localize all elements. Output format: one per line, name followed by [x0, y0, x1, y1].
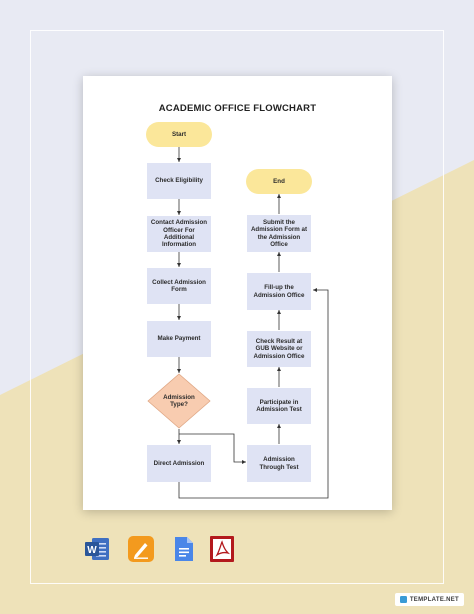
end-label: End — [273, 177, 285, 185]
watermark-text: TEMPLATE.NET — [409, 596, 459, 603]
admission-through-test-label: Admission Through Test — [259, 456, 299, 471]
template-watermark: TEMPLATE.NET — [394, 593, 464, 606]
make-payment-label: Make Payment — [157, 335, 201, 343]
pages-icon[interactable] — [127, 535, 155, 563]
check-eligibility-node: Check Eligibility — [147, 163, 211, 199]
pdf-icon[interactable] — [208, 535, 236, 563]
fill-up-label: Fill-up the Admission Office — [253, 284, 305, 299]
flowchart-title: ACADEMIC OFFICE FLOWCHART — [158, 103, 317, 114]
app-icons-row: W — [0, 535, 474, 565]
decision-label: Admission Type? — [163, 393, 195, 408]
make-payment-node: Make Payment — [147, 321, 211, 357]
check-eligibility-label: Check Eligibility — [155, 177, 203, 185]
connector-lines — [177, 147, 329, 499]
contact-officer-label: Contact Admission Officer For Additional… — [150, 219, 208, 249]
word-icon[interactable]: W — [83, 535, 111, 563]
participate-test-label: Participate in Admission Test — [256, 398, 302, 413]
background-frame — [30, 30, 444, 584]
submit-form-label: Submit the Admission Form at the Admissi… — [250, 218, 308, 248]
start-node: Start — [146, 122, 212, 147]
decision-diamond — [147, 373, 211, 429]
svg-text:W: W — [87, 545, 97, 556]
admission-through-test-node: Admission Through Test — [247, 445, 311, 482]
decision-label-box: Admission Type? — [157, 387, 201, 415]
direct-admission-node: Direct Admission — [147, 445, 211, 482]
template-logo-icon — [399, 596, 407, 603]
document-sheet: ACADEMIC OFFICE FLOWCHART — [83, 76, 392, 510]
participate-test-node: Participate in Admission Test — [247, 388, 311, 424]
fill-up-node: Fill-up the Admission Office — [247, 273, 311, 310]
google-docs-icon[interactable] — [169, 535, 197, 563]
collect-form-node: Collect Admission Form — [147, 268, 211, 304]
collect-form-label: Collect Admission Form — [152, 278, 206, 293]
end-node: End — [246, 169, 312, 194]
start-label: Start — [171, 130, 187, 138]
contact-officer-node: Contact Admission Officer For Additional… — [147, 216, 211, 252]
direct-admission-label: Direct Admission — [153, 459, 205, 467]
check-result-label: Check Result at GUB Website or Admission… — [253, 338, 305, 360]
check-result-node: Check Result at GUB Website or Admission… — [247, 331, 311, 367]
submit-form-node: Submit the Admission Form at the Admissi… — [247, 215, 311, 252]
